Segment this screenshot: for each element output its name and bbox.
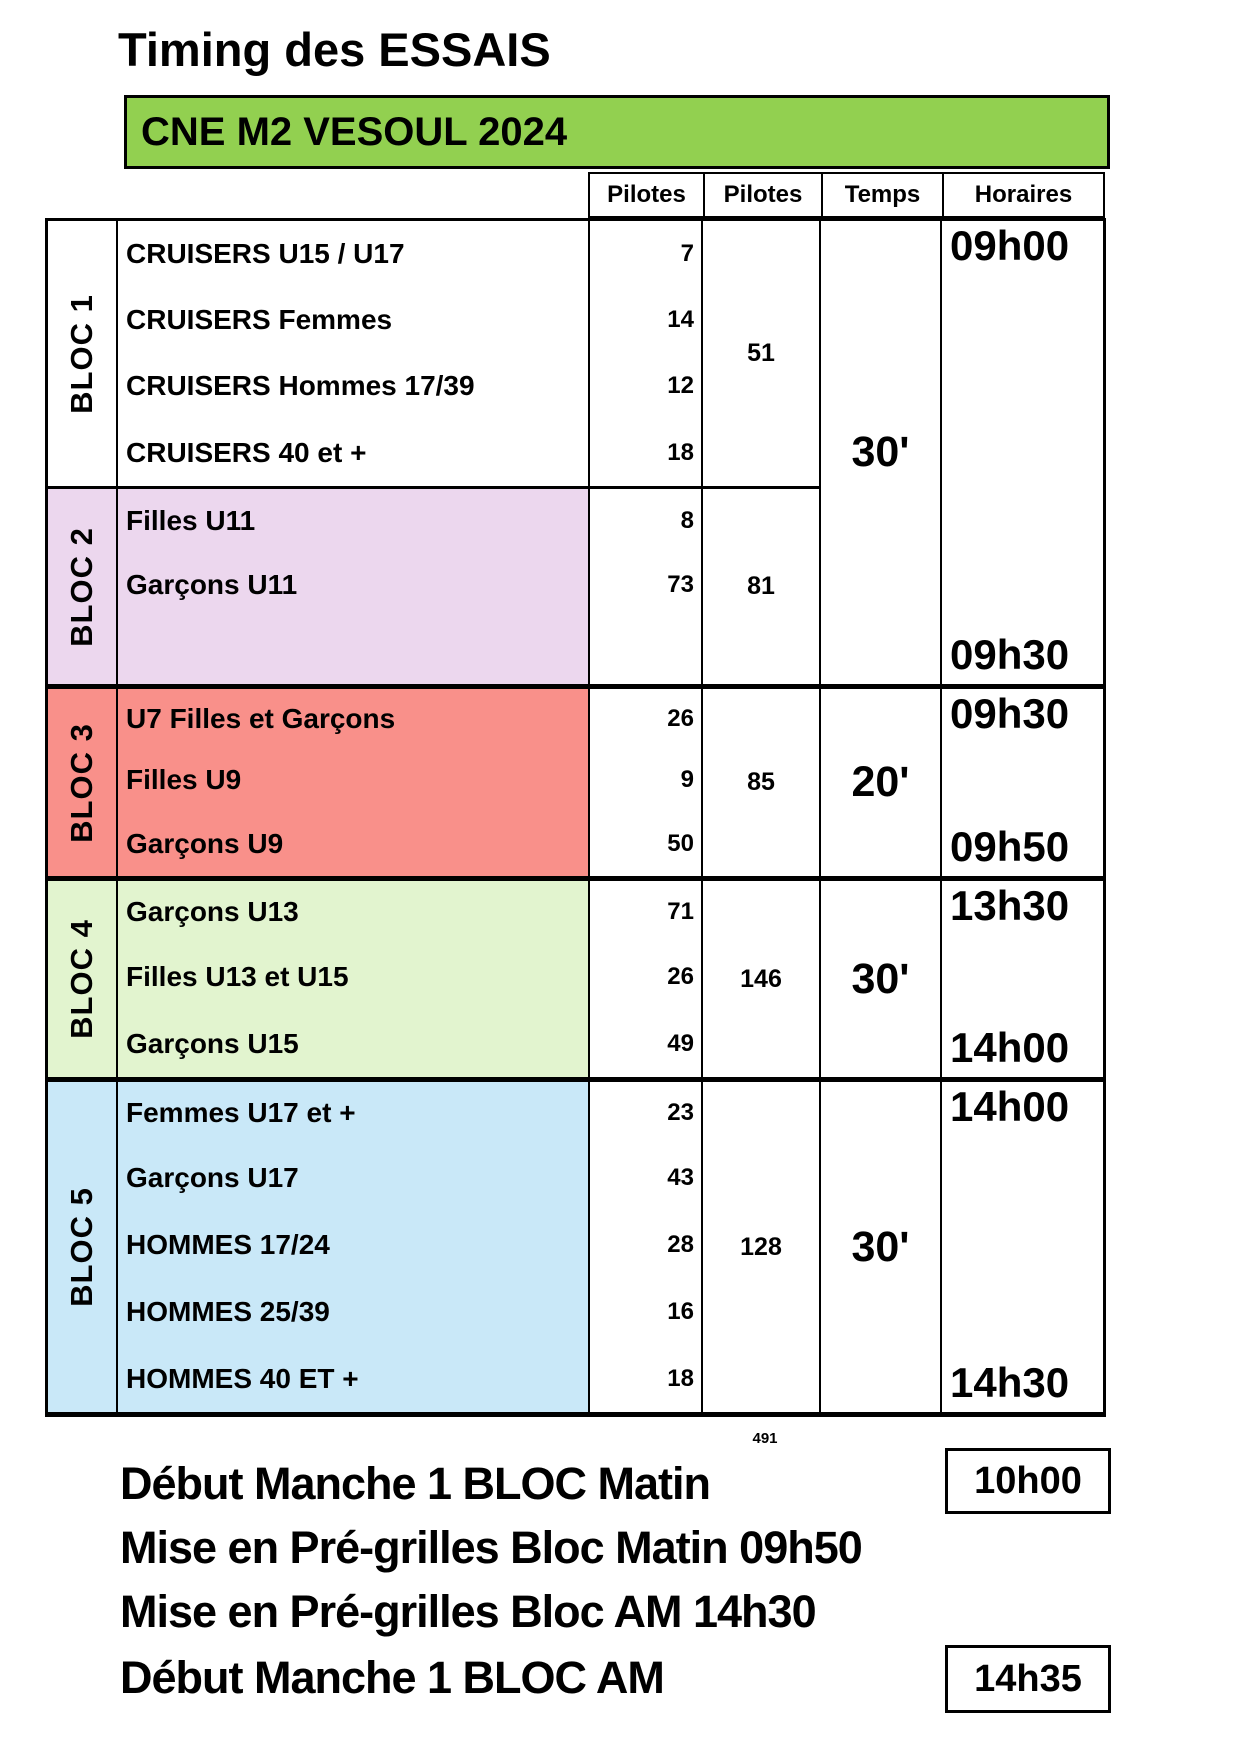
pilotes-count-cell: 28 xyxy=(590,1211,703,1278)
category-cell: Garçons U15 xyxy=(118,1010,590,1077)
horaires-cell-bloc5: 14h00 14h30 xyxy=(942,1077,1103,1412)
page-title: Timing des ESSAIS xyxy=(118,23,551,76)
horaire-start: 09h00 xyxy=(950,222,1070,269)
col-header-pilotes-1: Pilotes xyxy=(607,181,686,208)
category-cell: Garçons U11 xyxy=(118,552,590,618)
category-cell: Filles U11 xyxy=(118,486,590,552)
category-cell: CRUISERS U15 / U17 xyxy=(118,221,590,287)
horaire-end: 09h50 xyxy=(950,823,1070,870)
pilotes-count-cell: 26 xyxy=(590,684,703,748)
temps-cell-bloc3: 20' xyxy=(821,684,942,876)
bloc3-label-cell: BLOC 3 xyxy=(48,684,118,876)
pilotes-count-cell: 16 xyxy=(590,1278,703,1345)
horaire-end: 09h30 xyxy=(950,631,1070,678)
bloc4-label: BLOC 4 xyxy=(64,919,99,1039)
footer-line-2: Mise en Pré-grilles Bloc Matin 09h50 xyxy=(120,1522,863,1573)
temps-cell-bloc5: 30' xyxy=(821,1077,942,1412)
footer-line-3: Mise en Pré-grilles Bloc AM 14h30 xyxy=(120,1586,817,1637)
category-cell: HOMMES 40 ET + xyxy=(118,1345,590,1412)
pilotes-count-cell: 14 xyxy=(590,287,703,353)
category-cell: U7 Filles et Garçons xyxy=(118,684,590,748)
category-cell: CRUISERS Femmes xyxy=(118,287,590,353)
pilotes-count-cell: 12 xyxy=(590,353,703,419)
category-cell: CRUISERS Hommes 17/39 xyxy=(118,353,590,419)
pilotes-count-cell: 18 xyxy=(590,1345,703,1412)
pilotes-count-cell: 43 xyxy=(590,1144,703,1211)
pilotes-count-cell: 50 xyxy=(590,812,703,876)
pilotes-count-cell: 71 xyxy=(590,876,703,943)
category-cell: HOMMES 17/24 xyxy=(118,1211,590,1278)
bloc2-total-cell: 81 xyxy=(703,486,821,684)
pilotes-count-cell: 26 xyxy=(590,943,703,1010)
horaires-cell-bloc3: 09h30 09h50 xyxy=(942,684,1103,876)
horaires-cell-bloc4: 13h30 14h00 xyxy=(942,876,1103,1077)
category-cell: Garçons U9 xyxy=(118,812,590,876)
category-cell: Garçons U17 xyxy=(118,1144,590,1211)
bloc1-total-cell: 51 xyxy=(703,221,821,486)
col-header-pilotes-2: Pilotes xyxy=(703,174,821,216)
event-banner-text: CNE M2 VESOUL 2024 xyxy=(141,109,568,154)
bloc3-total-cell: 85 xyxy=(703,684,821,876)
horaires-cell-bloc1-2: 09h00 09h30 xyxy=(942,221,1103,684)
bloc4-total-cell: 146 xyxy=(703,876,821,1077)
col-header-horaires: Horaires xyxy=(942,174,1103,216)
bloc5-label-cell: BLOC 5 xyxy=(48,1077,118,1412)
bloc4-label-cell: BLOC 4 xyxy=(48,876,118,1077)
temps-cell-bloc1-2: 30' xyxy=(821,221,942,684)
table-header-row: Pilotes Pilotes Temps Horaires xyxy=(588,172,1105,218)
category-cell: CRUISERS 40 et + xyxy=(118,419,590,486)
category-cell: HOMMES 25/39 xyxy=(118,1278,590,1345)
pilotes-count-cell: 8 xyxy=(590,486,703,552)
bloc2-label: BLOC 2 xyxy=(64,526,99,647)
time-box-manche1-am: 14h35 xyxy=(945,1645,1111,1713)
bloc5-total-cell: 128 xyxy=(703,1077,821,1412)
bloc2-label-cell: BLOC 2 xyxy=(48,486,118,684)
timing-table: BLOC 1 CRUISERS U15 / U17 CRUISERS Femme… xyxy=(45,218,1106,1417)
horaire-end: 14h30 xyxy=(950,1359,1070,1406)
time-box-manche1-matin: 10h00 xyxy=(945,1448,1111,1514)
pilotes-count-cell: 18 xyxy=(590,419,703,486)
category-cell: Garçons U13 xyxy=(118,876,590,943)
footer-line-4: Début Manche 1 BLOC AM xyxy=(120,1652,665,1703)
pilotes-count-cell: 9 xyxy=(590,748,703,812)
pilotes-count-cell: 49 xyxy=(590,1010,703,1077)
footer-line-1: Début Manche 1 BLOC Matin xyxy=(120,1458,711,1509)
pilotes-spacer-cell xyxy=(590,618,703,684)
horaire-start: 09h30 xyxy=(950,690,1070,737)
bloc1-label: BLOC 1 xyxy=(64,293,99,414)
grand-total: 491 xyxy=(752,1430,778,1447)
pilotes-count-cell: 73 xyxy=(590,552,703,618)
bloc3-label: BLOC 3 xyxy=(64,722,99,843)
bloc1-label-cell: BLOC 1 xyxy=(48,221,118,486)
category-cell: Femmes U17 et + xyxy=(118,1077,590,1144)
event-banner: CNE M2 VESOUL 2024 xyxy=(124,95,1110,169)
bloc5-label: BLOC 5 xyxy=(64,1187,99,1307)
category-spacer-cell xyxy=(118,618,590,684)
col-header-temps: Temps xyxy=(821,174,942,216)
temps-cell-bloc4: 30' xyxy=(821,876,942,1077)
pilotes-count-cell: 7 xyxy=(590,221,703,287)
horaire-start: 14h00 xyxy=(950,1083,1070,1130)
horaire-start: 13h30 xyxy=(950,882,1070,929)
category-cell: Filles U9 xyxy=(118,748,590,812)
pilotes-count-cell: 23 xyxy=(590,1077,703,1144)
category-cell: Filles U13 et U15 xyxy=(118,943,590,1010)
horaire-end: 14h00 xyxy=(950,1024,1070,1071)
